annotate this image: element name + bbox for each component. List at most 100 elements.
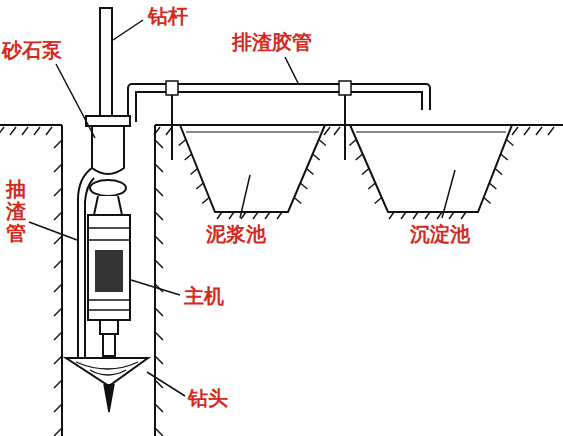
hatch-stroke (54, 428, 62, 436)
part-label: 钻头 (188, 386, 228, 410)
hatch-stroke (437, 212, 442, 219)
hatch-stroke (155, 260, 163, 268)
hatch-stroke (484, 198, 491, 204)
pump-neck (94, 196, 122, 215)
hatch-stroke (155, 308, 163, 316)
hatch-stroke (356, 154, 363, 160)
hatch-stroke (196, 183, 203, 189)
pump-cap (86, 116, 130, 126)
hatch-stroke (54, 140, 62, 148)
ground-hatch (0, 127, 554, 436)
leader-lines (29, 20, 455, 396)
leader-line (240, 175, 250, 218)
hatch-stroke (362, 169, 369, 175)
hatch-stroke (34, 127, 40, 135)
hatch-stroke (300, 183, 307, 189)
leader-line (131, 280, 180, 295)
hatch-stroke (46, 127, 52, 135)
hose-coupling (166, 81, 178, 95)
hatch-stroke (461, 212, 466, 219)
mud-pool (180, 125, 325, 212)
hatch-stroke (155, 236, 163, 244)
part-label: 沉淀池 (410, 222, 470, 246)
hatch-stroke (368, 183, 375, 189)
hatch-stroke (349, 140, 356, 146)
hatch-stroke (191, 169, 198, 175)
motor-core (95, 250, 123, 292)
hatch-stroke (265, 212, 270, 219)
hatch-stroke (54, 356, 62, 364)
hatch-stroke (202, 198, 209, 204)
hatch-stroke (10, 127, 16, 135)
hatch-stroke (54, 308, 62, 316)
hatch-stroke (294, 198, 301, 204)
hatch-stroke (155, 164, 163, 172)
leader-line (113, 20, 143, 40)
hatch-stroke (512, 127, 518, 135)
hatch-stroke (54, 164, 62, 172)
hatch-stroke (375, 198, 382, 204)
main-motor (88, 215, 130, 320)
hatch-stroke (313, 154, 320, 160)
part-label: 泥浆池 (206, 222, 266, 246)
hatch-stroke (54, 380, 62, 388)
borehole-wall (62, 125, 155, 436)
hatch-stroke (155, 332, 163, 340)
part-label: 主机 (184, 284, 224, 308)
hatch-stroke (217, 212, 222, 219)
hatch-stroke (495, 169, 502, 175)
hatch-stroke (54, 332, 62, 340)
hatch-stroke (54, 404, 62, 412)
leader-line (56, 64, 95, 138)
hose-support (172, 94, 345, 160)
hatch-stroke (501, 154, 508, 160)
hatch-stroke (0, 127, 4, 135)
hatch-stroke (155, 356, 163, 364)
hatch-stroke (229, 212, 234, 219)
hatch-stroke (155, 140, 163, 148)
hatch-stroke (307, 169, 314, 175)
hatch-stroke (536, 127, 542, 135)
hatch-stroke (155, 404, 163, 412)
leader-line (442, 170, 455, 218)
drill-bit (66, 358, 148, 386)
hatch-stroke (334, 127, 340, 135)
sand-pump (92, 126, 124, 174)
part-label: 抽渣管 (6, 178, 26, 244)
hatch-stroke (54, 212, 62, 220)
hatch-stroke (54, 284, 62, 292)
hatch-stroke (449, 212, 454, 219)
part-label: 钻杆 (148, 4, 188, 28)
hatch-stroke (524, 127, 530, 135)
ground-line (0, 124, 563, 126)
leader-line (29, 222, 77, 240)
pump-coupling (90, 180, 126, 196)
hatch-stroke (54, 260, 62, 268)
bit-blade (76, 362, 138, 375)
hatch-stroke (54, 236, 62, 244)
drill-rod (100, 8, 112, 120)
hatch-stroke (389, 212, 394, 219)
gearbox (100, 320, 118, 334)
hatch-stroke (22, 127, 28, 135)
hatch-stroke (185, 154, 192, 160)
bit-point (104, 384, 114, 412)
hatch-stroke (277, 212, 282, 219)
motor-bands (88, 228, 130, 310)
part-label: 砂石泵 (2, 38, 62, 62)
hatch-stroke (54, 188, 62, 196)
hatch-stroke (155, 188, 163, 196)
hatch-stroke (401, 212, 406, 219)
hatch-stroke (489, 183, 496, 189)
hatch-stroke (319, 140, 326, 146)
hatch-stroke (506, 140, 513, 146)
hatch-stroke (413, 212, 418, 219)
hatch-stroke (324, 127, 330, 135)
settling-pool (350, 125, 512, 212)
hatch-stroke (155, 212, 163, 220)
hatch-stroke (155, 428, 163, 436)
hatch-stroke (425, 212, 430, 219)
hatch-stroke (179, 140, 186, 146)
